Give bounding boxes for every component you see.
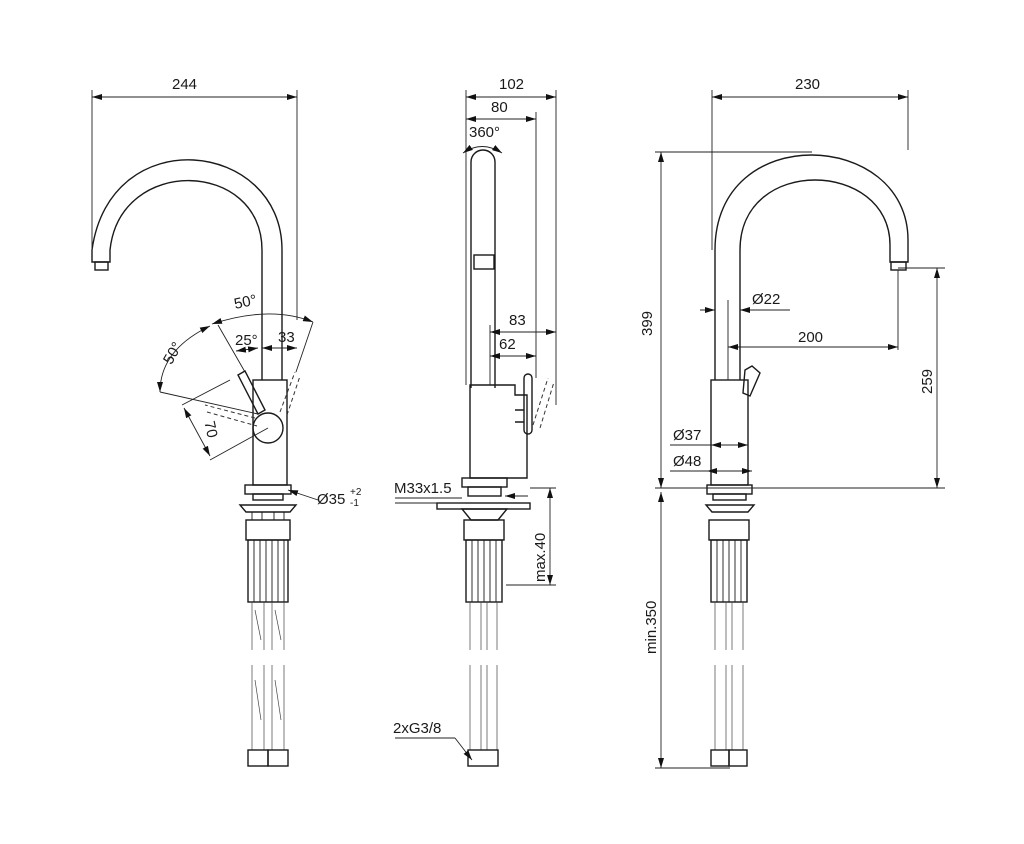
dim-height-399: 399 (639, 311, 656, 336)
rear-spout (714, 154, 909, 380)
side-view: 102 80 360° 83 62 M33x1.5 max.40 2xG3/8 (393, 76, 557, 767)
lever (237, 370, 266, 415)
dim-angle-50-top: 50° (233, 292, 259, 313)
aerator (94, 261, 109, 271)
tol-minus: -1 (350, 498, 359, 509)
dim-rotation-360: 360° (469, 124, 500, 141)
lever-hub (252, 412, 284, 444)
dim-angle-25: 25° (235, 332, 258, 349)
dim-projection-200: 200 (798, 329, 823, 346)
label-connections: 2xG3/8 (393, 720, 441, 737)
dim-lever-83: 83 (509, 312, 526, 329)
dim-lever-62: 62 (499, 336, 516, 353)
rear-lever (742, 365, 761, 397)
dim-depth-80: 80 (491, 99, 508, 116)
dim-outlet-259: 259 (919, 369, 936, 394)
dim-hose-min350: min.350 (643, 601, 660, 654)
dim-angle-50-side: 50° (160, 339, 186, 367)
front-view: 244 50° 50° 25° 33 70 Ø35 +2 -1 (91, 76, 362, 767)
dim-hole-35: Ø35 (317, 491, 345, 508)
dim-width-244: 244 (172, 76, 197, 93)
side-lever (523, 373, 533, 435)
dim-reach-230: 230 (795, 76, 820, 93)
dim-lever-70: 70 (200, 419, 220, 439)
spout (91, 159, 283, 380)
dim-offset-33: 33 (278, 329, 295, 346)
rear-view: 230 399 min.350 259 Ø22 200 Ø37 Ø48 (639, 76, 945, 769)
dim-body-37: Ø37 (673, 427, 701, 444)
dim-depth-102: 102 (499, 76, 524, 93)
dim-pipe-22: Ø22 (752, 291, 780, 308)
dim-thread-m33: M33x1.5 (394, 480, 452, 497)
countertop (436, 502, 531, 510)
tol-plus: +2 (350, 487, 362, 498)
dim-max-40: max.40 (532, 533, 549, 582)
dim-base-48: Ø48 (673, 453, 701, 470)
